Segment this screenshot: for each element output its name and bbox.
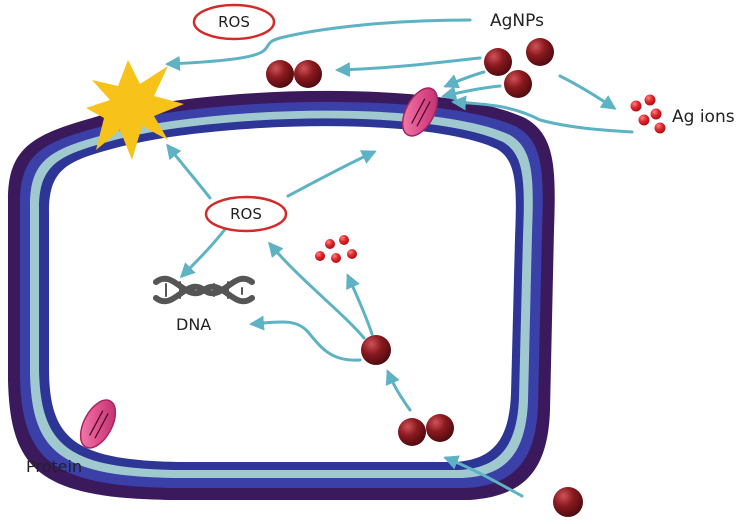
arrow-agnps-to-burst (165, 18, 472, 71)
arrow-np-to-protein (443, 70, 486, 89)
agnp-cluster-3 (504, 70, 532, 98)
protein-label: Protein (26, 457, 82, 476)
agnps-label: AgNPs (490, 11, 544, 31)
agnp-surface-2 (294, 60, 322, 88)
cell-membrane (8, 90, 555, 500)
agnp-cluster-2 (526, 38, 554, 66)
arrow-np-to-dna (249, 315, 362, 362)
ros-outside-label: ROS (218, 13, 250, 31)
agnp-entering-2 (426, 414, 454, 442)
agnp-surface-1 (266, 60, 294, 88)
ros-inside-oval (204, 195, 288, 233)
nanoparticles (266, 38, 583, 517)
ros-outside-oval (192, 3, 276, 41)
agnp-inside (361, 335, 391, 365)
membrane-damage-burst (86, 60, 184, 160)
arrow-ros-to-burst (166, 143, 212, 200)
cytoplasm (49, 126, 516, 463)
arrow-entering-np-to-inner-np (385, 369, 412, 412)
ag-ions-inside (315, 235, 357, 263)
arrow-agnps-to-ions (558, 74, 617, 110)
arrow-np-to-ions (346, 273, 374, 336)
arrow-outside-np-to-membrane (443, 455, 524, 498)
arrow-agnps-to-surface-np (335, 56, 482, 78)
arrow-ions-to-protein (451, 95, 634, 134)
arrow-np2-to-protein (441, 84, 502, 101)
arrow-ros-to-membrane (286, 150, 377, 198)
membrane-protein-top (401, 87, 439, 137)
dna-helix-icon (153, 275, 255, 305)
ag-ions-label: Ag ions (672, 107, 735, 127)
agnp-outside (553, 487, 583, 517)
arrow-np-to-ros (268, 241, 366, 340)
agnp-entering-1 (398, 418, 426, 446)
membrane-protein-bottom (79, 399, 117, 449)
dna-label: DNA (176, 315, 211, 334)
arrow-ros-to-dna (179, 226, 228, 279)
ag-ions-outside (630, 94, 666, 134)
arrows (165, 18, 634, 498)
ros-inside-label: ROS (230, 205, 262, 223)
agnp-cluster-1 (484, 48, 512, 76)
